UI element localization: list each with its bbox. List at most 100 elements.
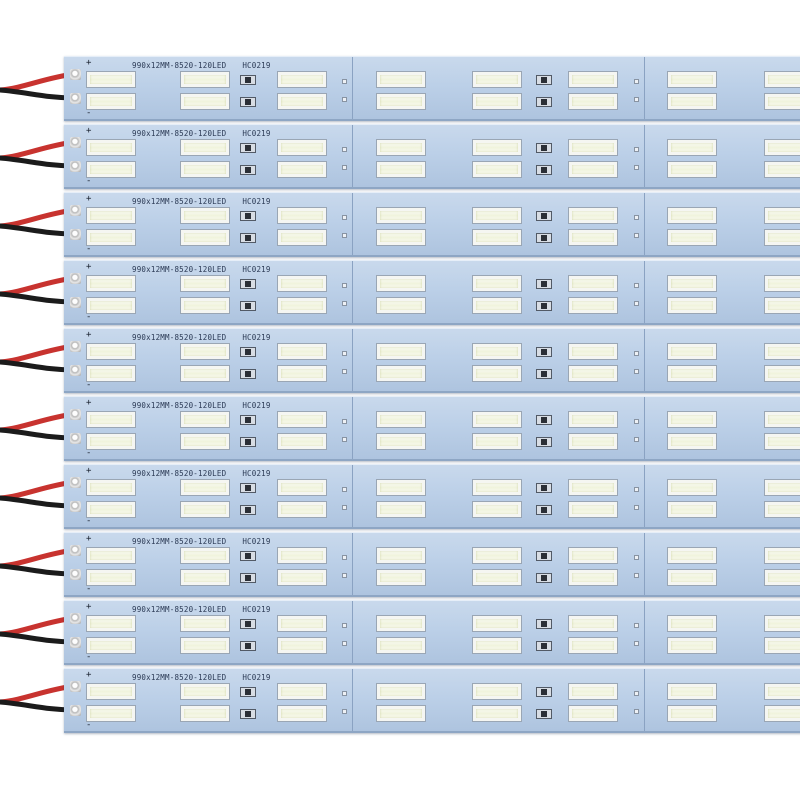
led-chip bbox=[764, 275, 800, 292]
led-chip bbox=[472, 71, 522, 88]
board-seam bbox=[644, 533, 645, 595]
led-chip bbox=[277, 297, 327, 314]
resistor bbox=[240, 143, 256, 153]
led-chip bbox=[568, 479, 618, 496]
solder-pad bbox=[70, 613, 81, 624]
solder-pad bbox=[70, 137, 81, 148]
test-pad bbox=[342, 623, 347, 628]
led-chip bbox=[376, 479, 426, 496]
led-chip bbox=[472, 501, 522, 518]
test-pad bbox=[634, 555, 639, 560]
solder-pad bbox=[70, 409, 81, 420]
led-chip bbox=[667, 615, 717, 632]
minus-marking: - bbox=[86, 380, 92, 390]
led-chip bbox=[180, 71, 230, 88]
board-label-code: HC0219 bbox=[242, 333, 271, 342]
led-chip bbox=[376, 71, 426, 88]
resistor bbox=[536, 415, 552, 425]
led-chip bbox=[568, 71, 618, 88]
led-chip bbox=[568, 683, 618, 700]
resistor bbox=[240, 347, 256, 357]
led-chip bbox=[764, 297, 800, 314]
led-chip bbox=[472, 297, 522, 314]
led-chip bbox=[376, 683, 426, 700]
minus-marking: - bbox=[86, 584, 92, 594]
resistor bbox=[240, 301, 256, 311]
board-seam bbox=[644, 261, 645, 323]
board-label-code: HC0219 bbox=[242, 265, 271, 274]
led-chip bbox=[568, 705, 618, 722]
resistor bbox=[240, 483, 256, 493]
led-chip bbox=[568, 93, 618, 110]
led-chip bbox=[180, 365, 230, 382]
board-seam bbox=[352, 397, 353, 459]
resistor bbox=[240, 709, 256, 719]
solder-pad bbox=[70, 273, 81, 284]
test-pad bbox=[342, 505, 347, 510]
led-chip bbox=[86, 705, 136, 722]
led-chip bbox=[86, 139, 136, 156]
solder-pad bbox=[70, 433, 81, 444]
led-chip bbox=[472, 683, 522, 700]
test-pad bbox=[634, 641, 639, 646]
black-wire bbox=[0, 155, 77, 169]
test-pad bbox=[634, 79, 639, 84]
test-pad bbox=[634, 437, 639, 442]
plus-marking: + bbox=[86, 398, 92, 408]
led-chip bbox=[764, 615, 800, 632]
test-pad bbox=[342, 97, 347, 102]
led-chip bbox=[764, 161, 800, 178]
test-pad bbox=[634, 233, 639, 238]
led-chip bbox=[376, 161, 426, 178]
test-pad bbox=[342, 233, 347, 238]
plus-marking: + bbox=[86, 194, 92, 204]
minus-marking: - bbox=[86, 720, 92, 730]
led-chip bbox=[667, 343, 717, 360]
test-pad bbox=[634, 215, 639, 220]
resistor bbox=[536, 301, 552, 311]
led-chip bbox=[180, 637, 230, 654]
board-label-code: HC0219 bbox=[242, 197, 271, 206]
led-chip bbox=[667, 479, 717, 496]
test-pad bbox=[342, 147, 347, 152]
test-pad bbox=[634, 691, 639, 696]
resistor bbox=[536, 347, 552, 357]
led-chip bbox=[764, 433, 800, 450]
led-chip bbox=[376, 637, 426, 654]
led-chip bbox=[667, 705, 717, 722]
led-chip bbox=[86, 501, 136, 518]
resistor bbox=[536, 483, 552, 493]
led-chip bbox=[568, 229, 618, 246]
led-chip bbox=[86, 297, 136, 314]
resistor bbox=[536, 75, 552, 85]
resistor bbox=[240, 233, 256, 243]
red-wire bbox=[0, 139, 77, 161]
led-chip bbox=[568, 161, 618, 178]
led-chip bbox=[764, 365, 800, 382]
led-chip bbox=[277, 93, 327, 110]
led-chip bbox=[376, 297, 426, 314]
led-chip bbox=[180, 275, 230, 292]
led-chip bbox=[86, 479, 136, 496]
led-chip bbox=[376, 229, 426, 246]
led-chip bbox=[277, 411, 327, 428]
black-wire bbox=[0, 563, 77, 577]
led-chip bbox=[277, 569, 327, 586]
led-chip bbox=[277, 229, 327, 246]
led-chip bbox=[86, 365, 136, 382]
led-chip bbox=[180, 569, 230, 586]
led-chip bbox=[180, 433, 230, 450]
board-seam bbox=[352, 261, 353, 323]
led-chip bbox=[667, 433, 717, 450]
black-wire bbox=[0, 699, 77, 713]
board-label-code: HC0219 bbox=[242, 469, 271, 478]
led-chip bbox=[568, 139, 618, 156]
led-chip bbox=[180, 161, 230, 178]
